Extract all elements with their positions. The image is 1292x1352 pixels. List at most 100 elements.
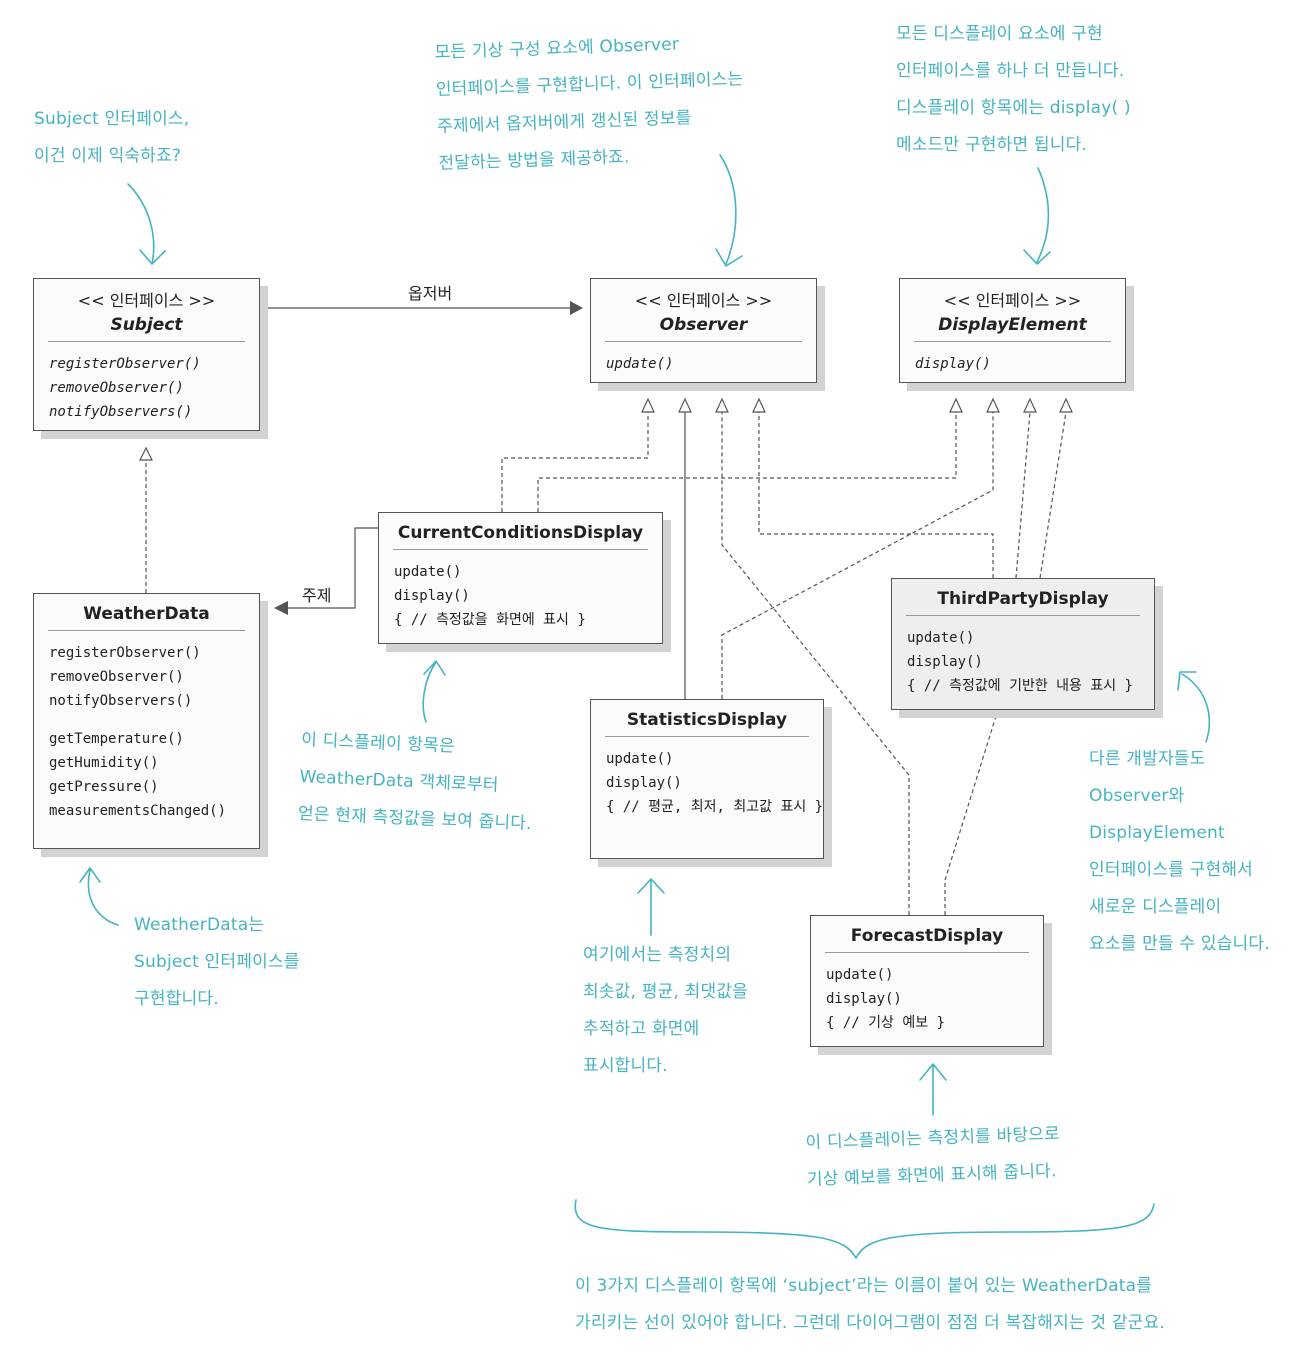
note-line: 이 3가지 디스플레이 항목에 ‘subject’라는 이름이 붙어 있는 We… <box>575 1276 1153 1296</box>
note-arrow-thirdparty <box>1177 671 1211 743</box>
bottom-brace <box>574 1199 1155 1259</box>
note-line: WeatherData는 <box>134 915 265 935</box>
method: display() <box>907 654 983 670</box>
note-weatherdata: WeatherData는 Subject 인터페이스를 구현합니다. <box>134 907 300 1018</box>
method: display() <box>915 356 991 372</box>
stereotype-label: << 인터페이스 >> <box>634 291 773 310</box>
method: removeObserver() <box>49 380 184 396</box>
note-line: 다른 개발자들도 <box>1089 749 1206 769</box>
class-name: CurrentConditionsDisplay <box>397 523 644 543</box>
note-line: 이건 이제 익숙하죠? <box>34 146 182 166</box>
method: update() <box>394 564 462 580</box>
divider <box>605 736 809 737</box>
note-line: 인터페이스를 하나 더 만듭니다. <box>896 61 1125 81</box>
weatherdata-class-box: WeatherData registerObserver() removeObs… <box>33 593 260 849</box>
statistics-class-box: StatisticsDisplay update() display() { /… <box>590 699 824 859</box>
method: getTemperature() <box>49 731 184 747</box>
method-comment: { // 측정값에 기반한 내용 표시 } <box>907 678 1133 694</box>
note-line: 추적하고 화면에 <box>583 1019 700 1039</box>
realization-forecast-display <box>944 715 997 915</box>
note-arrow-observer <box>715 154 743 267</box>
class-name: Subject <box>110 315 183 335</box>
edge-label-observer: 옵저버 <box>408 284 453 303</box>
note-observer: 모든 기상 구성 요소에 Observer 인터페이스를 구현합니다. 이 인터… <box>434 24 747 183</box>
note-line: 요소를 만들 수 있습니다. <box>1089 934 1270 954</box>
note-displayelement: 모든 디스플레이 요소에 구현 인터페이스를 하나 더 만듭니다. 디스플레이 … <box>896 16 1131 164</box>
note-line: 가리키는 선이 있어야 합니다. 그런데 다이어그램이 점점 더 복잡해지는 것… <box>575 1313 1165 1333</box>
realization-thirdparty-display2 <box>1039 411 1067 579</box>
note-line: Observer와 <box>1089 786 1185 806</box>
stereotype-label: << 인터페이스 >> <box>77 291 216 310</box>
spacer <box>34 713 259 727</box>
divider <box>914 341 1111 342</box>
stereotype-label: << 인터페이스 >> <box>943 291 1082 310</box>
note-line: 표시합니다. <box>583 1056 668 1076</box>
realization-thirdparty-display1 <box>1015 411 1031 579</box>
method: update() <box>606 356 674 372</box>
note-line: 디스플레이 항목에는 display( ) <box>896 98 1131 118</box>
divider <box>393 549 648 550</box>
realization-current-display <box>537 412 957 512</box>
note-line: Subject 인터페이스, <box>34 109 190 129</box>
divider <box>48 630 245 631</box>
note-arrow-weather <box>79 867 119 926</box>
realization-forecast-observer <box>721 412 910 915</box>
note-line: 메소드만 구현하면 됩니다. <box>896 135 1088 155</box>
method: update() <box>826 967 894 983</box>
method: display() <box>606 775 682 791</box>
class-name: WeatherData <box>83 604 210 624</box>
divider <box>48 341 245 342</box>
method: notifyObservers() <box>49 404 193 420</box>
method-comment: { // 평균, 최저, 최고값 표시 } <box>606 799 824 815</box>
class-name: ThirdPartyDisplay <box>937 589 1109 609</box>
note-forecast: 이 디스플레이는 측정치를 바탕으로 기상 예보를 화면에 표시해 줍니다. <box>805 1116 1062 1199</box>
realization-statistics-display <box>721 412 994 699</box>
note-arrow-subject <box>127 183 166 265</box>
method: notifyObservers() <box>49 693 193 709</box>
method: measurementsChanged() <box>49 803 227 819</box>
thirdparty-class-box: ThirdPartyDisplay update() display() { /… <box>891 578 1155 710</box>
class-name: Observer <box>659 315 748 335</box>
forecast-class-box: ForecastDisplay update() display() { // … <box>810 915 1044 1047</box>
class-name: ForecastDisplay <box>850 926 1004 946</box>
note-arrow-forecast <box>919 1063 947 1116</box>
realization-thirdparty-observer <box>758 412 994 578</box>
currentconditions-class-box: CurrentConditionsDisplay update() displa… <box>378 512 663 644</box>
divider <box>825 952 1029 953</box>
note-line: 모든 디스플레이 요소에 구현 <box>896 24 1103 44</box>
note-thirdparty: 다른 개발자들도 Observer와 DisplayElement 인터페이스를… <box>1089 741 1270 963</box>
note-subject: Subject 인터페이스, 이건 이제 익숙하죠? <box>34 101 189 175</box>
method: display() <box>394 588 470 604</box>
method: getPressure() <box>49 779 159 795</box>
class-name: StatisticsDisplay <box>626 710 788 730</box>
method: registerObserver() <box>49 645 201 661</box>
note-statistics: 여기에서는 측정치의 최솟값, 평균, 최댓값을 추적하고 화면에 표시합니다. <box>583 937 748 1085</box>
note-arrow-statistics <box>637 878 665 936</box>
assoc-current-weatherdata <box>288 527 378 609</box>
note-line: 인터페이스를 구현해서 <box>1089 860 1254 880</box>
method-comment: { // 측정값을 화면에 표시 } <box>394 612 586 628</box>
note-line: 새로운 디스플레이 <box>1089 897 1222 917</box>
method: registerObserver() <box>49 356 201 372</box>
divider <box>605 341 802 342</box>
note-arrow-display <box>1023 167 1051 265</box>
class-name: DisplayElement <box>938 315 1087 335</box>
note-arrow-current <box>422 660 446 723</box>
displayelement-interface-box: << 인터페이스 >> DisplayElement display() <box>899 278 1126 383</box>
divider <box>906 615 1140 616</box>
method-comment: { // 기상 예보 } <box>826 1015 945 1031</box>
method: update() <box>606 751 674 767</box>
realization-current-observer <box>501 412 649 512</box>
observer-interface-box: << 인터페이스 >> Observer update() <box>590 278 817 383</box>
note-line: 최솟값, 평균, 최댓값을 <box>583 982 748 1002</box>
note-bottom: 이 3가지 디스플레이 항목에 ‘subject’라는 이름이 붙어 있는 We… <box>575 1268 1165 1342</box>
method: update() <box>907 630 975 646</box>
subject-interface-box: << 인터페이스 >> Subject registerObserver() r… <box>33 278 260 431</box>
note-line: 구현합니다. <box>134 989 219 1009</box>
note-currentconditions: 이 디스플레이 항목은 WeatherData 객체로부터 얻은 현재 측정값을… <box>297 722 536 843</box>
method: display() <box>826 991 902 1007</box>
method: removeObserver() <box>49 669 184 685</box>
note-line: Subject 인터페이스를 <box>134 952 300 972</box>
method: getHumidity() <box>49 755 159 771</box>
